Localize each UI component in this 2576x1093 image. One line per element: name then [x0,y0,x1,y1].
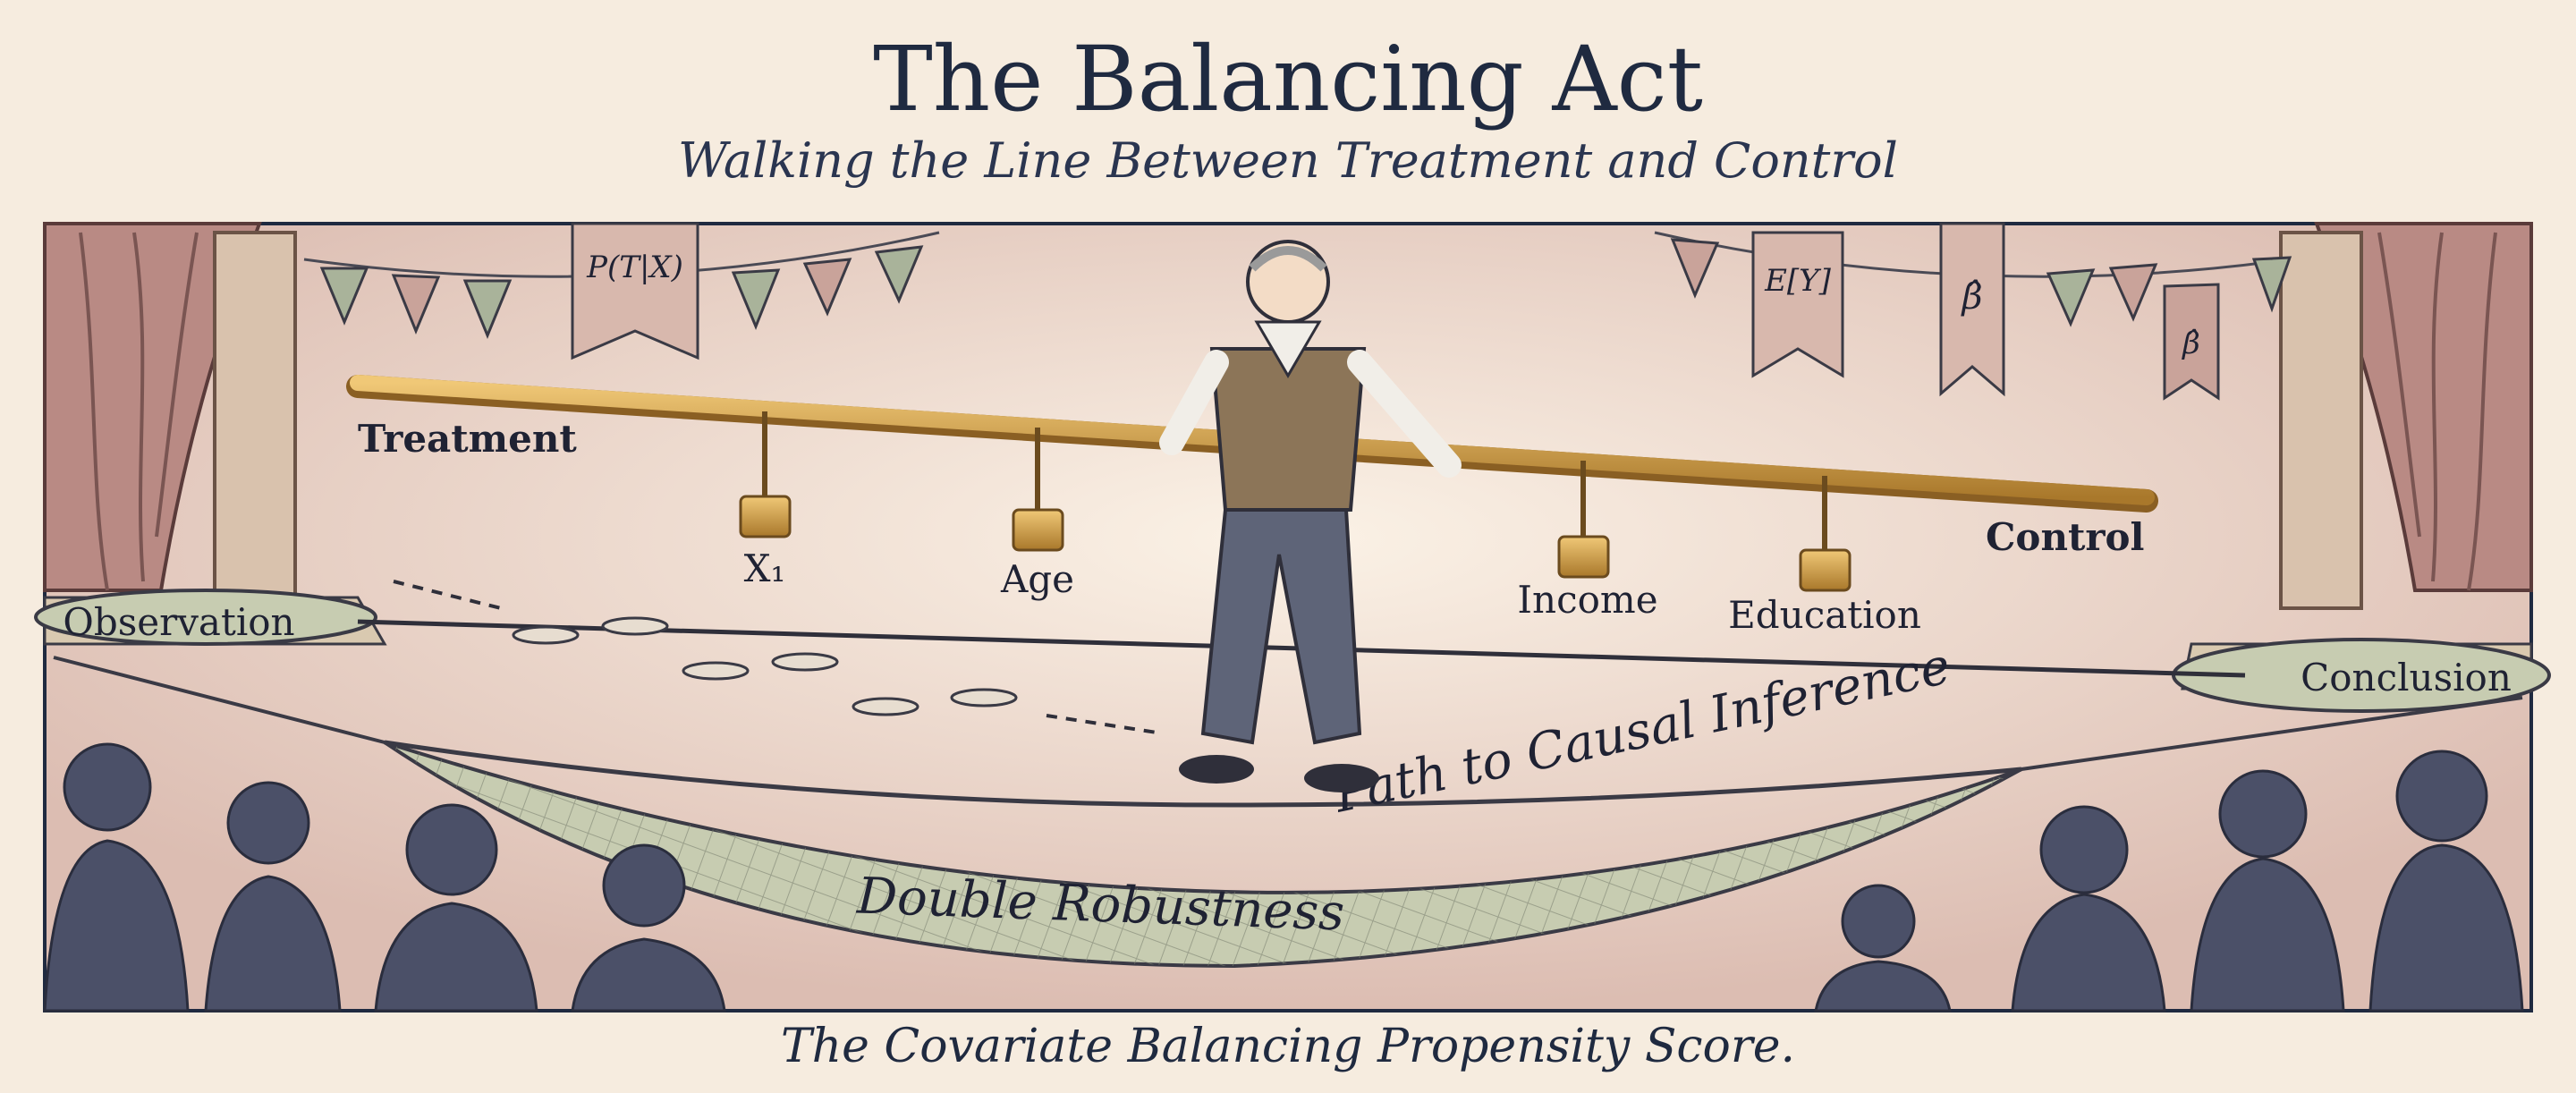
audience-right [1814,750,2524,1013]
caption: The Covariate Balancing Propensity Score… [780,1020,1796,1073]
weight-income-label: Income [1517,578,1657,622]
right-curtain [2314,222,2533,592]
conclusion-label: Conclusion [2301,656,2512,699]
conclusion-platform: Conclusion [2172,638,2551,713]
page-title: The Balancing Act [873,27,1703,131]
weight-income: Income [1517,461,1658,622]
banner-beta-1-label: β̂ [1960,276,1982,318]
banner-propensity: P(T|X) [571,222,699,360]
left-column [213,231,297,610]
tightrope-walker [1159,240,1462,792]
weight-education-label: Education [1728,593,1921,637]
banner-beta-1: β̂ [1939,222,2005,397]
observation-platform: Observation [34,589,387,646]
weight-age-label: Age [1000,557,1074,601]
weight-x1: X₁ [739,411,792,590]
audience-left [43,742,726,1013]
banner-expectation: E[Y] [1751,231,1844,378]
banner-propensity-label: P(T|X) [586,250,683,285]
pole-treatment-label: Treatment [358,417,577,461]
safety-net: Double Robustness [53,656,2523,969]
weight-x1-label: X₁ [744,546,786,590]
banner-expectation-label: E[Y] [1764,263,1832,299]
weight-education: Education [1728,476,1921,637]
footprints [512,616,1018,716]
right-bunting [1654,231,2292,327]
observation-label: Observation [63,600,294,644]
right-column [2279,231,2363,610]
page-subtitle: Walking the Line Between Treatment and C… [678,132,1898,189]
banner-beta-2-label: β̂ [2181,326,2200,361]
banner-beta-2: β̂ [2163,283,2220,401]
pole-control-label: Control [1986,515,2144,559]
weight-age: Age [1000,428,1074,601]
